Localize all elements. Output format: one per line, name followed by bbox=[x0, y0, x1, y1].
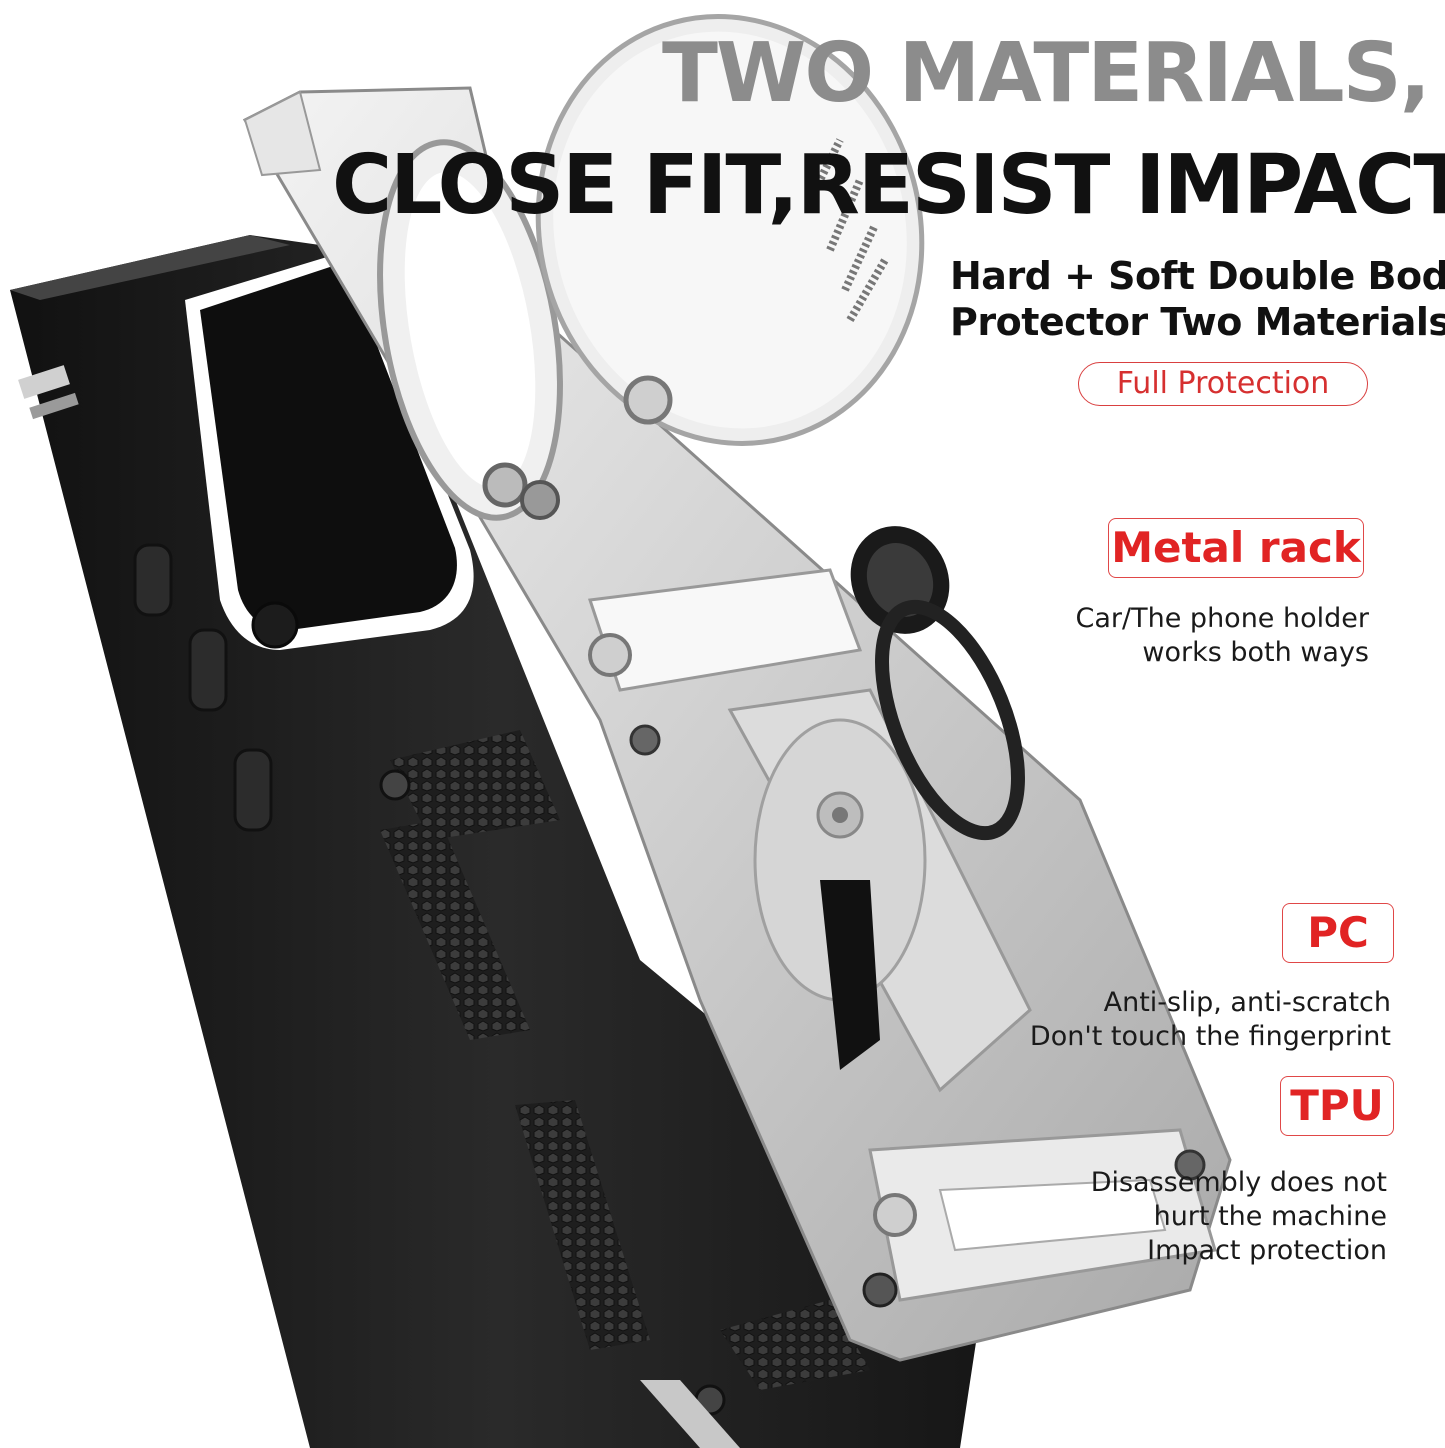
full-protection-badge: Full Protection bbox=[1078, 362, 1368, 406]
subheading-line-1: Hard + Soft Double Body bbox=[950, 254, 1445, 298]
tpu-label: TPU bbox=[1280, 1076, 1394, 1136]
subheading-line-2: Protector Two Materials bbox=[950, 300, 1445, 344]
headline-line-2: CLOSE FIT,RESIST IMPACT bbox=[332, 138, 1445, 233]
tpu-desc-line-3: Impact protection bbox=[1147, 1235, 1387, 1266]
tpu-desc-line-2: hurt the machine bbox=[1153, 1201, 1387, 1232]
metal-ring-holder bbox=[850, 526, 1025, 841]
pc-desc-line-2: Don't touch the fingerprint bbox=[1029, 1021, 1391, 1052]
metal-rack-desc-line-1: Car/The phone holder bbox=[1075, 603, 1369, 634]
pc-silver-frame bbox=[242, 86, 1232, 1362]
tpu-desc-line-1: Disassembly does not bbox=[1090, 1167, 1387, 1198]
metal-rack-desc-line-2: works both ways bbox=[1142, 637, 1369, 668]
tpu-back-case bbox=[10, 235, 990, 1448]
metal-rack-description: Car/The phone holder works both ways bbox=[1076, 602, 1369, 670]
tpu-description: Disassembly does not hurt the machine Im… bbox=[1091, 1166, 1387, 1268]
headline-line-1: TWO MATERIALS, bbox=[662, 26, 1431, 121]
pc-desc-line-1: Anti-slip, anti-scratch bbox=[1103, 987, 1391, 1018]
metal-rack-label: Metal rack bbox=[1108, 518, 1364, 578]
pc-description: Anti-slip, anti-scratch Don't touch the … bbox=[1030, 986, 1391, 1054]
camera-slider-disc bbox=[535, 14, 925, 446]
pc-label: PC bbox=[1282, 903, 1394, 963]
